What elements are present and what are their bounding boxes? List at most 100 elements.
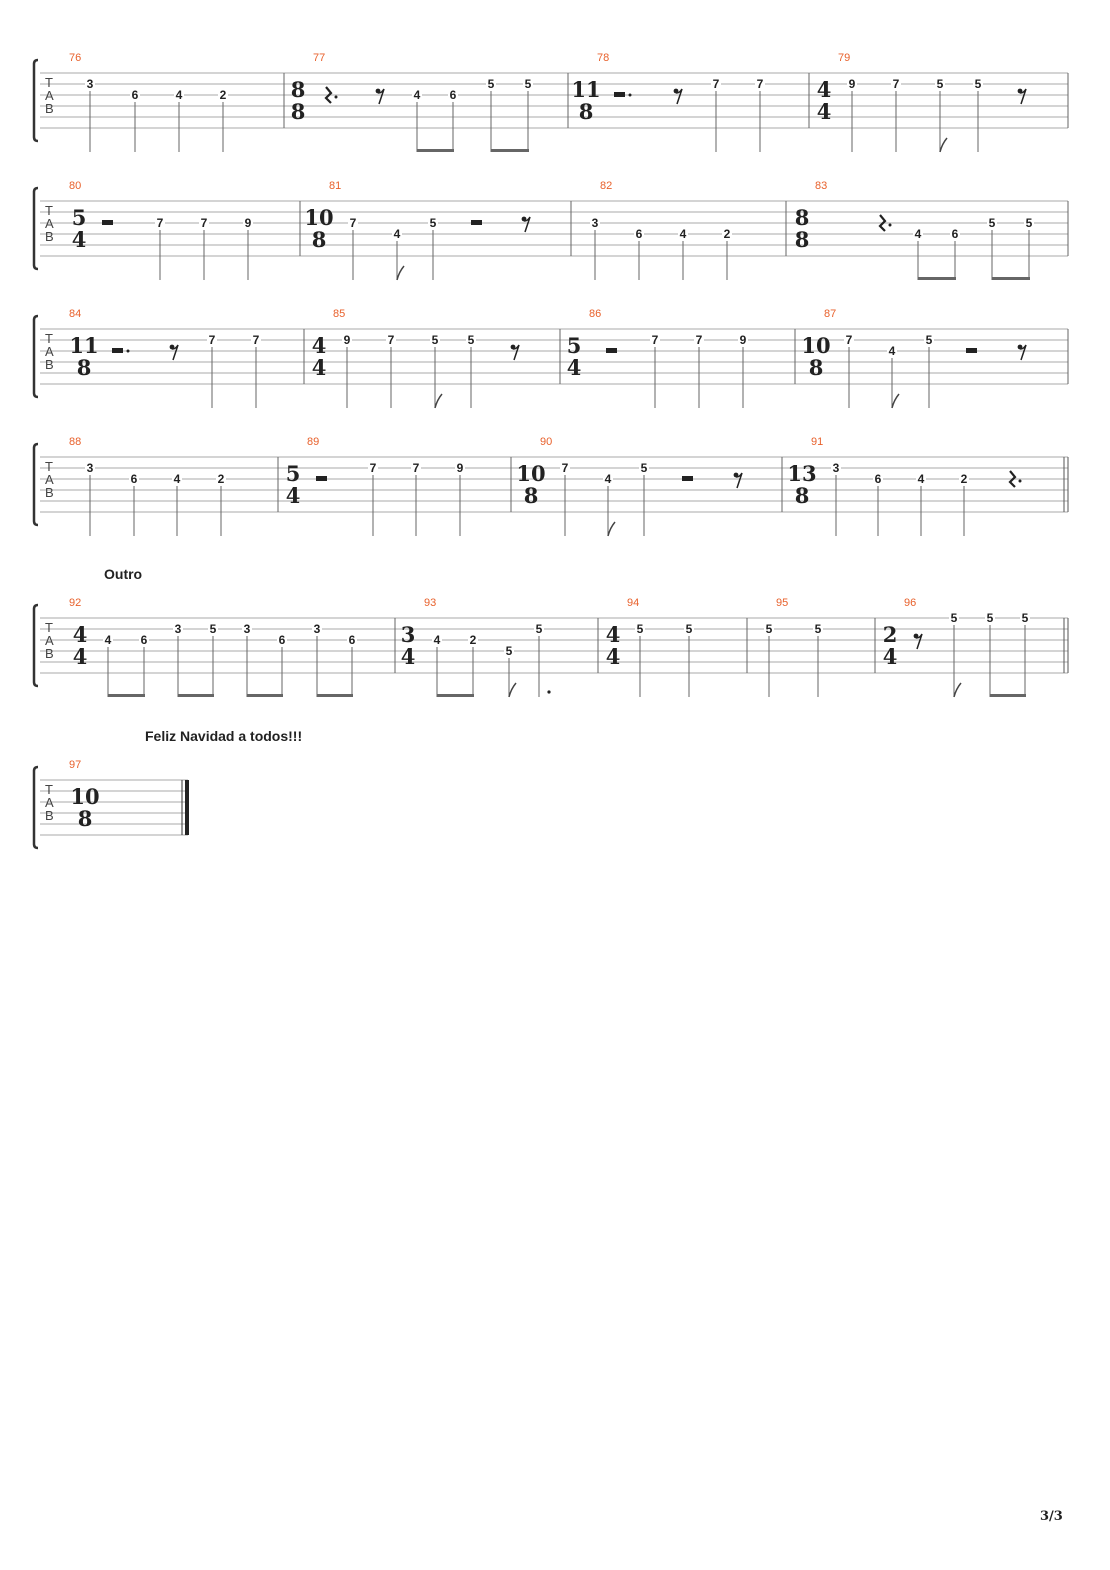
half-rest bbox=[316, 476, 327, 481]
measure-number: 86 bbox=[589, 308, 601, 320]
fret-bg bbox=[432, 633, 442, 646]
time-signature-numerator: 5 bbox=[72, 205, 87, 230]
half-rest bbox=[102, 220, 113, 225]
eighth-beam bbox=[247, 694, 283, 697]
fret-bg bbox=[243, 216, 253, 229]
fret-bg bbox=[935, 77, 945, 90]
measure-number: 81 bbox=[329, 180, 341, 192]
fret-number: 2 bbox=[961, 472, 968, 486]
fret-number: 7 bbox=[209, 333, 216, 347]
time-signature-denominator: 8 bbox=[78, 806, 93, 831]
measure-number: 78 bbox=[597, 52, 609, 64]
system-bracket bbox=[32, 603, 39, 688]
eighth-rest-stem bbox=[512, 344, 520, 361]
eighth-flag bbox=[891, 393, 900, 409]
time-signature-denominator: 8 bbox=[524, 483, 539, 508]
eighth-flag bbox=[508, 682, 517, 698]
system-bracket bbox=[32, 186, 39, 271]
fret-number: 7 bbox=[253, 333, 260, 347]
measure-number: 94 bbox=[627, 597, 639, 609]
rest-dot bbox=[1018, 479, 1022, 483]
quarter-rest-shape bbox=[878, 214, 887, 232]
half-rest bbox=[614, 92, 625, 97]
eighth-beam bbox=[992, 277, 1030, 280]
tab-clef-letter: A bbox=[45, 88, 54, 103]
time-signature-numerator: 5 bbox=[567, 333, 582, 358]
fret-bg bbox=[348, 216, 358, 229]
fret-number: 3 bbox=[244, 622, 251, 636]
fret-number: 3 bbox=[87, 77, 94, 91]
tab-clef-letter: B bbox=[45, 229, 54, 244]
eighth-rest-stem bbox=[1019, 344, 1027, 361]
fret-number: 6 bbox=[349, 633, 356, 647]
time-signature-numerator: 13 bbox=[787, 461, 816, 486]
fret-number: 2 bbox=[218, 472, 225, 486]
fret-number: 2 bbox=[220, 88, 227, 102]
eighth-beam bbox=[108, 694, 145, 697]
fret-bg bbox=[392, 227, 402, 240]
eighth-rest-stem bbox=[675, 88, 683, 105]
fret-bg bbox=[411, 461, 421, 474]
fret-number: 4 bbox=[174, 472, 181, 486]
time-signature-denominator: 4 bbox=[883, 644, 898, 669]
fret-bg bbox=[891, 77, 901, 90]
measure-number: 80 bbox=[69, 180, 81, 192]
fret-number: 4 bbox=[176, 88, 183, 102]
eighth-flag bbox=[434, 393, 443, 409]
rest-dot bbox=[126, 349, 130, 353]
fret-bg bbox=[486, 77, 496, 90]
fret-number: 6 bbox=[141, 633, 148, 647]
measure-number: 87 bbox=[824, 308, 836, 320]
tab-clef-letter: B bbox=[45, 485, 54, 500]
tab-clef-letter: A bbox=[45, 633, 54, 648]
fret-bg bbox=[428, 216, 438, 229]
eighth-rest-stem bbox=[523, 216, 531, 233]
fret-bg bbox=[590, 216, 600, 229]
fret-number: 9 bbox=[849, 77, 856, 91]
fret-number: 5 bbox=[468, 333, 475, 347]
eighth-rest-stem bbox=[735, 472, 743, 489]
time-signature-denominator: 8 bbox=[795, 227, 810, 252]
fret-number: 2 bbox=[724, 227, 731, 241]
measure-number: 83 bbox=[815, 180, 827, 192]
time-signature-numerator: 4 bbox=[312, 333, 327, 358]
fret-bg bbox=[139, 633, 149, 646]
half-rest bbox=[682, 476, 693, 481]
eighth-flag bbox=[953, 682, 962, 698]
fret-bg bbox=[523, 77, 533, 90]
fret-bg bbox=[130, 88, 140, 101]
fret-bg bbox=[342, 333, 352, 346]
fret-bg bbox=[711, 77, 721, 90]
eighth-beam bbox=[437, 694, 474, 697]
fret-bg bbox=[468, 633, 478, 646]
time-signature-numerator: 4 bbox=[817, 77, 832, 102]
fret-bg bbox=[448, 88, 458, 101]
fret-bg bbox=[199, 216, 209, 229]
time-signature-denominator: 8 bbox=[312, 227, 327, 252]
fret-bg bbox=[813, 622, 823, 635]
fret-number: 4 bbox=[414, 88, 421, 102]
fret-bg bbox=[959, 472, 969, 485]
time-signature-denominator: 4 bbox=[817, 99, 832, 124]
eighth-flag bbox=[939, 137, 948, 153]
note-dot bbox=[547, 690, 551, 694]
fret-bg bbox=[764, 622, 774, 635]
final-barline-thick bbox=[185, 780, 189, 835]
fret-bg bbox=[174, 88, 184, 101]
fret-bg bbox=[847, 77, 857, 90]
fret-number: 3 bbox=[87, 461, 94, 475]
page-number: 3/3 bbox=[1040, 1509, 1063, 1524]
quarter-rest-shape bbox=[324, 86, 333, 104]
fret-number: 7 bbox=[388, 333, 395, 347]
fret-bg bbox=[844, 333, 854, 346]
fret-bg bbox=[560, 461, 570, 474]
fret-number: 5 bbox=[432, 333, 439, 347]
measure-number: 77 bbox=[313, 52, 325, 64]
fret-bg bbox=[650, 333, 660, 346]
fret-number: 5 bbox=[987, 611, 994, 625]
fret-bg bbox=[208, 622, 218, 635]
time-signature-numerator: 10 bbox=[801, 333, 830, 358]
system-bracket bbox=[32, 442, 39, 527]
fret-bg bbox=[277, 633, 287, 646]
